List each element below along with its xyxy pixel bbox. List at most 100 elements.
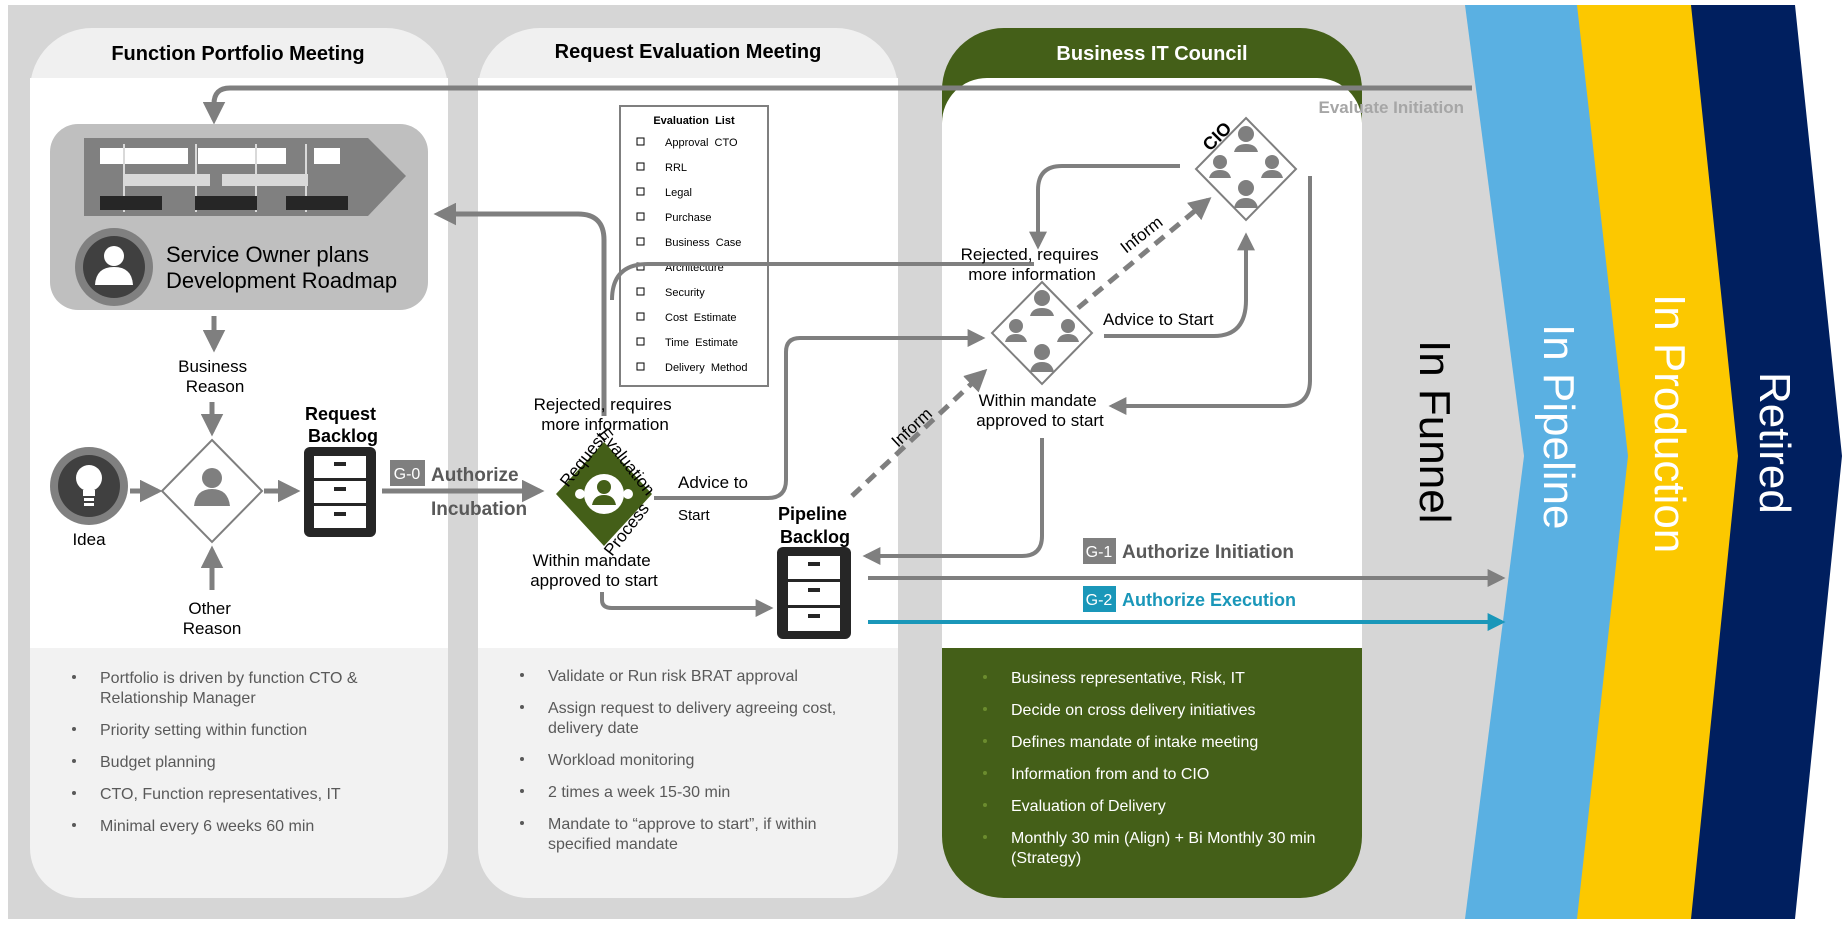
bullet-dot: [72, 791, 76, 795]
evaluation-checkbox-icon: [636, 362, 645, 371]
evaluation-list-item: Purchase: [665, 212, 711, 224]
roadmap-box: [50, 124, 428, 310]
evaluate-initiation-arrow: [202, 85, 1472, 125]
evaluation-checkbox-icon: [636, 237, 645, 246]
evaluation-checkbox-icon: [636, 287, 645, 296]
request-backlog-cabinet-icon: [304, 447, 376, 537]
bullet-dot: [72, 727, 76, 731]
cio-within-mandate-arrow: [1108, 176, 1312, 415]
evaluation-list-item: Security: [665, 287, 705, 299]
g1-badge: [1081, 536, 1118, 566]
idea-label: Idea: [72, 530, 106, 549]
bullet-text: Defines mandate of intake meeting: [1011, 734, 1258, 751]
g1-badge-text: G-1: [1086, 544, 1113, 561]
evaluate-initiation-label: Evaluate Initiation: [1319, 98, 1464, 117]
stage-retired-label: Retired: [1750, 372, 1799, 514]
bullet-dot: [983, 707, 987, 711]
other-reason-label: Other Reason: [183, 599, 242, 638]
bullet-text: Minimal every 6 weeks 60 min: [100, 818, 314, 835]
bic-panel: [942, 28, 1362, 898]
bullet-dot: [520, 821, 524, 825]
fpm-title: Function Portfolio Meeting: [111, 43, 364, 65]
bullet-dot: [72, 759, 76, 763]
stage-pipeline-shape: [1462, 5, 1628, 919]
rejected-to-roadmap-arrow: [433, 202, 607, 338]
evaluation-list-item: Approval CTO: [665, 137, 738, 149]
bullet-text: Assign request to delivery agreeing cost…: [548, 700, 836, 717]
evaluation-checkbox-icon: [636, 162, 645, 171]
bic-advice-label: Advice to Start: [1103, 310, 1214, 329]
rem-rejected-label: Rejected, requires more information: [534, 395, 677, 434]
evaluation-checkbox-icon: [636, 312, 645, 321]
evaluation-list-to-council-line: [610, 262, 1034, 301]
bullet-dot: [983, 835, 987, 839]
g0-badge-text: G-0: [394, 466, 421, 483]
bullet-text: Portfolio is driven by function CTO &: [100, 670, 358, 687]
evaluation-list-item: Cost Estimate: [665, 312, 737, 324]
cio-node: [1194, 116, 1298, 222]
rem-bullet-list: Validate or Run risk BRAT approvalAssign…: [520, 668, 836, 853]
cio-rejected-arrow: [1029, 164, 1180, 250]
bullet-text: specified mandate: [548, 836, 678, 853]
bullet-text: delivery date: [548, 720, 639, 737]
stage-retired-shape: [1676, 5, 1842, 919]
request-evaluation-process-node: [556, 442, 652, 546]
council-to-pipeline-arrow: [862, 438, 1044, 565]
bullet-dot: [520, 673, 524, 677]
council-to-cio-inform-arrow: [1076, 197, 1212, 310]
evaluation-checkbox-icon: [636, 337, 645, 346]
g2-label: Authorize Execution: [1122, 590, 1296, 610]
bullet-text: Information from and to CIO: [1011, 766, 1209, 783]
request-backlog-label: Request Backlog: [305, 404, 381, 446]
group-icon: [1034, 290, 1050, 306]
fpm-bullet-list: Portfolio is driven by function CTO & Rel…: [72, 670, 358, 835]
bullet-dot: [72, 675, 76, 679]
pipeline-backlog-label: Pipeline Backlog: [778, 504, 852, 547]
bic-advice-arrow: [1104, 232, 1255, 338]
council-decision-node: [990, 280, 1094, 386]
bullet-dot: [520, 789, 524, 793]
inform-dashed-arrow: [850, 368, 988, 498]
bullet-text: Workload monitoring: [548, 752, 694, 769]
cio-group-icon: [1238, 126, 1254, 142]
bic-title: Business IT Council: [1056, 43, 1247, 65]
rem-advice-label-1: Advice to: [678, 473, 748, 492]
g2-badge: [1081, 584, 1118, 614]
person-icon: [202, 468, 222, 488]
bullet-text: CTO, Function representatives, IT: [100, 786, 341, 803]
stage-pipeline-label: In Pipeline: [1534, 324, 1583, 529]
bullet-dot: [983, 739, 987, 743]
bullet-text: Business representative, Risk, IT: [1011, 670, 1245, 687]
pipeline-backlog-cabinet-icon: [777, 547, 851, 639]
bullet-dot: [983, 771, 987, 775]
stage-production-label: In Production: [1645, 294, 1694, 553]
bullet-text: Monthly 30 min (Align) + Bi Monthly 30 m…: [1011, 830, 1316, 847]
bic-bullet-list: Business representative, Risk, ITDecide …: [983, 670, 1316, 867]
bullet-text: Priority setting within function: [100, 722, 307, 739]
g0-label: Authorize Incubation: [431, 465, 527, 520]
rem-within-mandate-arrow: [600, 592, 774, 617]
roadmap-label: Service Owner plans Development Roadmap: [166, 242, 397, 293]
bullet-text: Validate or Run risk BRAT approval: [548, 668, 798, 685]
bullet-text: Evaluation of Delivery: [1011, 798, 1166, 815]
evaluation-list-item: Legal: [665, 187, 692, 199]
idea-lightbulb-icon: [50, 447, 128, 525]
g2-badge-text: G-2: [1086, 592, 1113, 609]
evaluation-checkbox-icon: [636, 212, 645, 221]
bullet-dot: [520, 705, 524, 709]
bullet-text: Relationship Manager: [100, 690, 256, 707]
g0-badge: [390, 460, 425, 486]
bullet-dot: [983, 803, 987, 807]
rem-advice-arrow: [654, 329, 986, 500]
stage-funnel-label: In Funnel: [1410, 340, 1459, 523]
bullet-dot: [983, 675, 987, 679]
bic-within-mandate-label: Within mandate approved to start: [976, 391, 1104, 430]
bullet-text: (Strategy): [1011, 850, 1081, 867]
evaluation-list-item: Delivery Method: [665, 362, 748, 374]
bullet-text: Mandate to “approve to start”, if within: [548, 816, 817, 833]
bullet-dot: [520, 757, 524, 761]
bic-rejected-label: Rejected, requires more information: [961, 245, 1104, 284]
evaluation-list-item: Time Estimate: [665, 337, 738, 349]
evaluation-list-box: [619, 105, 769, 387]
